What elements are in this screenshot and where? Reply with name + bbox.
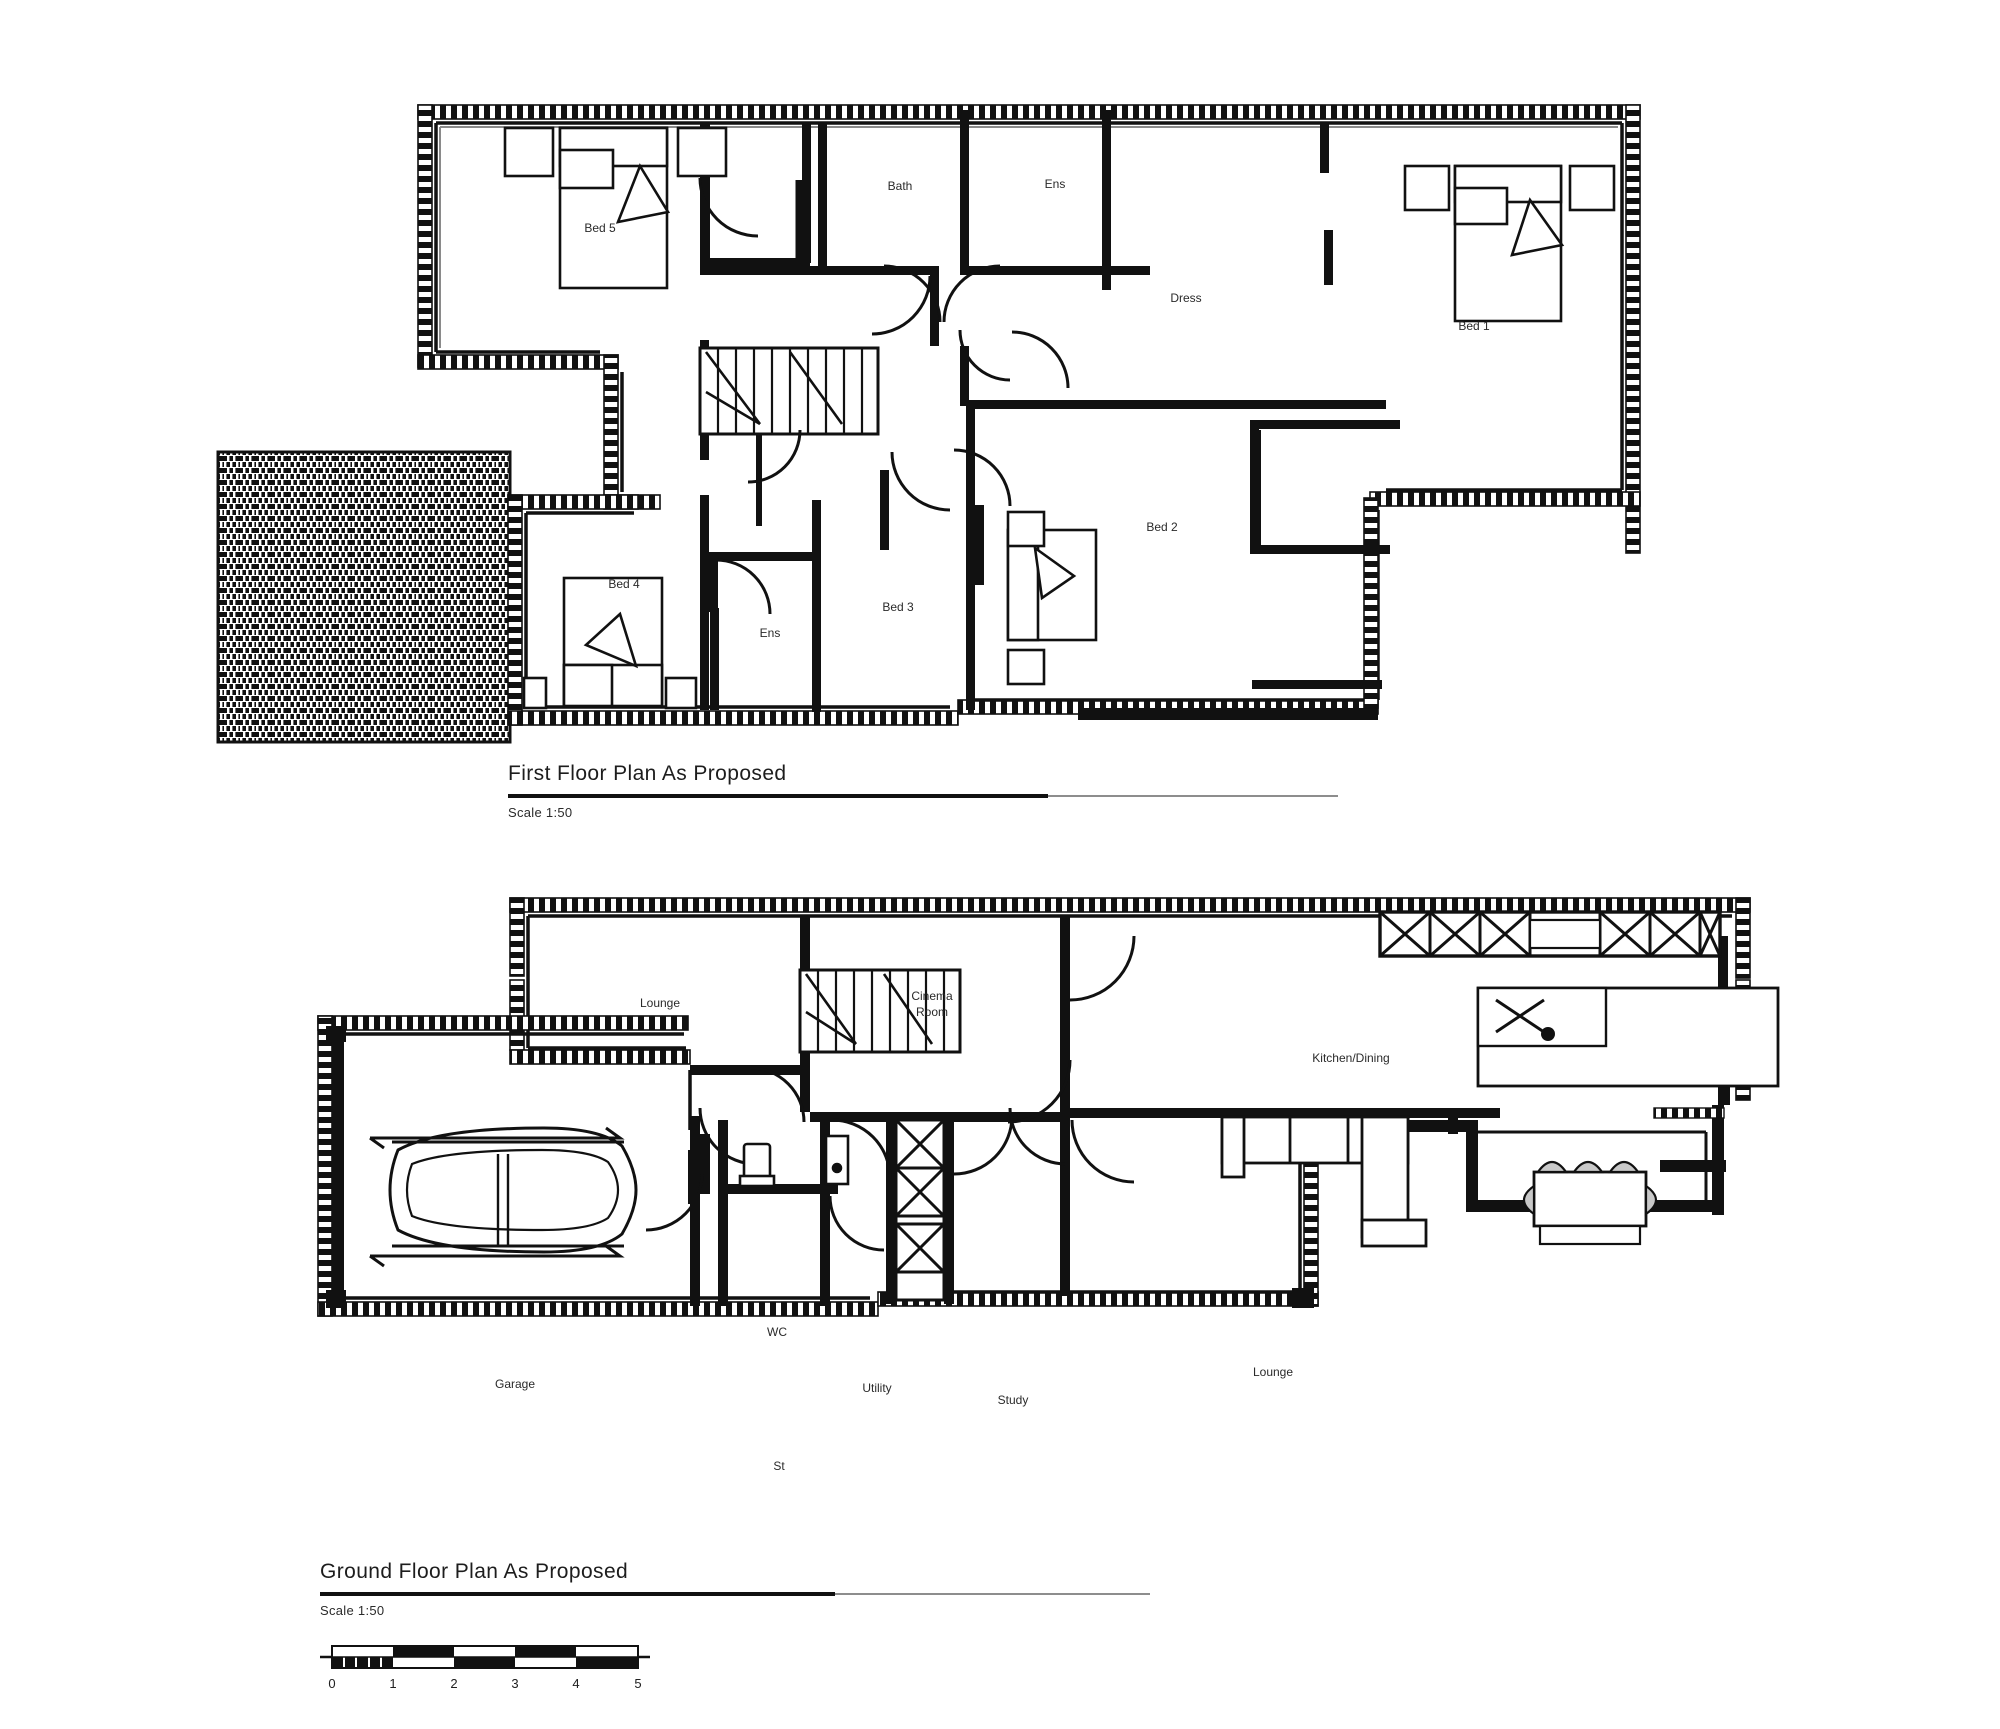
first-floor-room-labels: Bed 5 Bath Ens Dress Bed 1 Bed 4 Ens Bed… <box>584 177 1490 640</box>
scale-tick-4: 4 <box>572 1676 580 1691</box>
graphic-scale-bar: 0 1 2 3 4 5 <box>320 1642 680 1722</box>
room-label-bed-5: Bed 5 <box>584 221 616 235</box>
room-label-store: St <box>773 1459 785 1473</box>
room-label-bed-1: Bed 1 <box>1458 319 1490 333</box>
room-label-cinema-room: Cinema <box>911 989 953 1003</box>
room-label-bed-3: Bed 3 <box>882 600 914 614</box>
ground-floor-title-block: Ground Floor Plan As Proposed Scale 1:50 <box>320 1560 1150 1618</box>
room-label-bath: Bath <box>888 179 913 193</box>
scale-tick-1: 1 <box>389 1676 397 1691</box>
ground-floor-scale-note: Scale 1:50 <box>320 1603 385 1618</box>
door-swings <box>698 177 1070 615</box>
first-floor-plan: Bed 5 Bath Ens Dress Bed 1 Bed 4 Ens Bed… <box>0 0 2000 800</box>
ground-floor-plan: Lounge Cinema Room Kitchen/Dining Garage… <box>0 820 2000 1580</box>
bed-4-furniture <box>522 576 698 710</box>
bed-1-furniture <box>1403 164 1616 323</box>
ground-floor-plan-title: Ground Floor Plan As Proposed <box>320 1560 629 1583</box>
ground-floor-room-labels: Lounge Cinema Room Kitchen/Dining Garage… <box>495 989 1390 1473</box>
riser-cupboard <box>894 1118 946 1302</box>
scale-bar-tick-labels: 0 1 2 3 4 5 <box>320 1676 680 1698</box>
scale-bar-graphic <box>320 1642 680 1669</box>
room-label-wc: WC <box>767 1325 787 1339</box>
bed-5-furniture <box>503 126 728 290</box>
title-rule <box>508 793 1338 799</box>
room-label-bed-2: Bed 2 <box>1146 520 1178 534</box>
scale-tick-2: 2 <box>450 1676 458 1691</box>
room-label-lounge-front: Lounge <box>640 996 680 1010</box>
title-rule <box>320 1591 1150 1597</box>
wc-fittings <box>738 1134 850 1188</box>
ground-floor-geometry: Lounge Cinema Room Kitchen/Dining Garage… <box>317 897 1780 1473</box>
first-floor-geometry: Bed 5 Bath Ens Dress Bed 1 Bed 4 Ens Bed… <box>216 104 1641 744</box>
first-floor-title-block: First Floor Plan As Proposed Scale 1:50 <box>508 762 1338 820</box>
car-symbol <box>369 1126 638 1268</box>
room-label-study: Study <box>998 1393 1029 1407</box>
dining-table <box>1522 1160 1658 1246</box>
staircase-ground-floor <box>798 968 962 1054</box>
scale-tick-0: 0 <box>328 1676 336 1691</box>
room-label-utility: Utility <box>862 1381 891 1395</box>
first-floor-scale-note: Scale 1:50 <box>508 805 573 820</box>
lower-wing-outer-wall <box>507 494 1380 726</box>
room-label-ens-1: Ens <box>1045 177 1066 191</box>
kitchen-island <box>1476 986 1780 1088</box>
first-floor-plan-title: First Floor Plan As Proposed <box>508 762 787 785</box>
room-label-lounge-rear: Lounge <box>1253 1365 1293 1379</box>
lower-wing-partitions <box>700 430 1382 712</box>
bifold-doors <box>1378 910 1722 958</box>
lounge-sofa <box>1220 1115 1428 1248</box>
room-label-cinema-room-2: Room <box>916 1005 948 1019</box>
bed-2-furniture <box>1006 510 1098 686</box>
staircase-first-floor <box>698 346 880 526</box>
room-label-ens-2: Ens <box>760 626 781 640</box>
room-label-dress: Dress <box>1170 291 1201 305</box>
scale-tick-5: 5 <box>634 1676 642 1691</box>
ground-door-swings <box>645 935 1136 1252</box>
scale-tick-3: 3 <box>511 1676 519 1691</box>
room-label-kitchen-dining: Kitchen/Dining <box>1312 1051 1389 1065</box>
room-label-garage: Garage <box>495 1377 535 1391</box>
room-label-bed-4: Bed 4 <box>608 577 640 591</box>
lower-roof-hatch <box>216 450 512 744</box>
south-wing-outer-wall <box>317 1015 1319 1317</box>
